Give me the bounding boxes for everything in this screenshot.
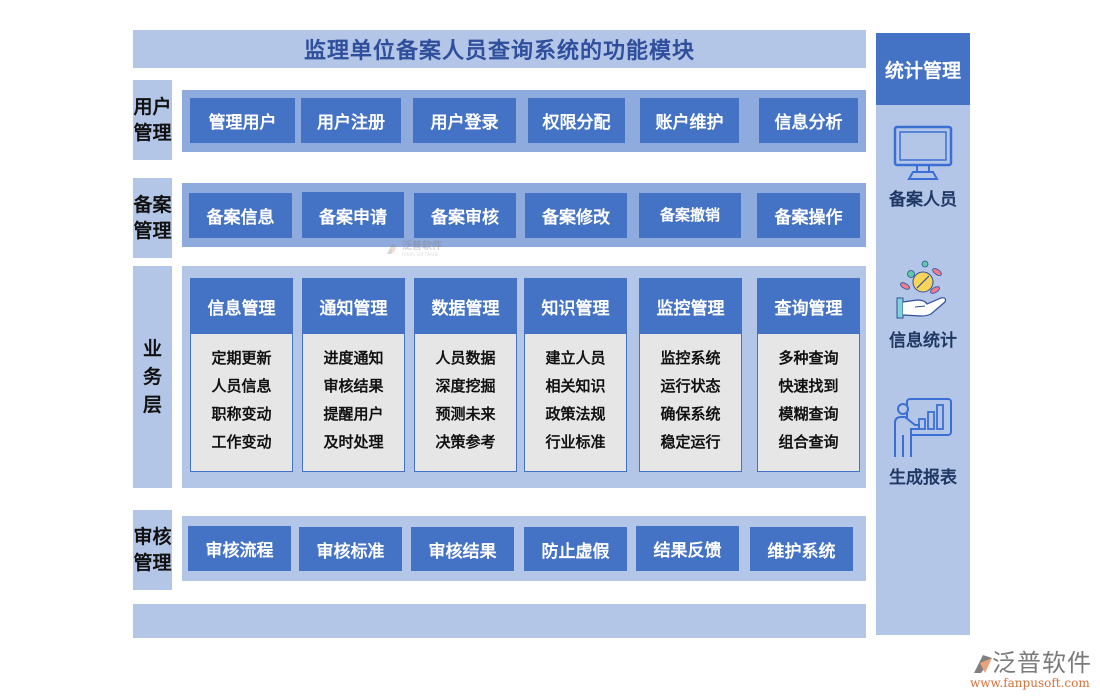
watermark-center: 泛普软件 FANPU SOFTWARE — [385, 238, 455, 260]
module-notification-management: 通知管理 进度通知 审核结果 提醒用户 及时处理 — [302, 278, 405, 472]
row-panel-audit-management: 审核流程 审核标准 审核结果 防止虚假 结果反馈 维护系统 — [182, 516, 866, 581]
module-item: 监控系统 — [660, 349, 721, 367]
module-item: 政策法规 — [545, 405, 606, 423]
module-item: 预测未来 — [435, 405, 496, 423]
module-item: 决策参考 — [435, 433, 496, 451]
module-info-management: 信息管理 定期更新 人员信息 职称变动 工作变动 — [190, 278, 293, 472]
module-item: 建立人员 — [545, 349, 606, 367]
module-item: 定期更新 — [211, 349, 272, 367]
logo-url-text: www.fanpusoft.com — [970, 676, 1090, 690]
module-body: 人员数据 深度挖掘 预测未来 决策参考 — [414, 334, 517, 472]
hand-pills-icon — [896, 260, 947, 319]
fanpu-logo-icon — [387, 244, 397, 254]
module-item: 职称变动 — [211, 405, 272, 423]
btn-user-login[interactable]: 用户登录 — [413, 98, 516, 143]
fanpu-logo: 泛普软件 www.fanpusoft.com — [970, 650, 1095, 695]
stats-item-label: 信息统计 — [889, 331, 957, 351]
btn-filing-apply[interactable]: 备案申请 — [302, 192, 404, 238]
stats-item-filing-personnel[interactable]: 备案人员 — [876, 125, 970, 210]
stats-item-label: 生成报表 — [889, 468, 957, 488]
module-title[interactable]: 数据管理 — [414, 278, 517, 334]
row-label-text: 业务层 — [142, 338, 162, 416]
module-body: 多种查询 快速找到 模糊查询 组合查询 — [757, 334, 860, 472]
btn-audit-process[interactable]: 审核流程 — [188, 526, 291, 571]
btn-manage-users[interactable]: 管理用户 — [190, 98, 295, 143]
module-query-management: 查询管理 多种查询 快速找到 模糊查询 组合查询 — [757, 278, 860, 472]
row-panel-filing-management: 备案信息 备案申请 备案审核 备案修改 备案撤销 备案操作 — [182, 183, 866, 247]
module-item: 进度通知 — [323, 349, 384, 367]
row-label-filing-management: 备案管理 — [133, 178, 172, 258]
module-item: 相关知识 — [545, 377, 606, 395]
module-item: 快速找到 — [778, 377, 839, 395]
monitor-icon — [893, 125, 953, 180]
module-title[interactable]: 通知管理 — [302, 278, 405, 334]
fanpu-logo-icon — [974, 655, 992, 673]
row-label-audit-management: 审核管理 — [133, 510, 172, 590]
module-item: 模糊查询 — [778, 405, 839, 423]
module-monitoring-management: 监控管理 监控系统 运行状态 确保系统 稳定运行 — [639, 278, 742, 472]
row-label-text: 备案管理 — [133, 194, 172, 242]
module-title[interactable]: 信息管理 — [190, 278, 293, 334]
stats-item-label: 备案人员 — [889, 190, 957, 210]
module-item: 及时处理 — [323, 433, 384, 451]
module-item: 运行状态 — [660, 377, 721, 395]
module-title[interactable]: 监控管理 — [639, 278, 742, 334]
btn-filing-modify[interactable]: 备案修改 — [525, 193, 627, 238]
btn-maintain-system[interactable]: 维护系统 — [750, 527, 853, 571]
module-item: 确保系统 — [660, 405, 721, 423]
btn-filing-info[interactable]: 备案信息 — [189, 193, 292, 238]
row-label-text: 审核管理 — [133, 526, 172, 574]
stats-item-info-statistics[interactable]: 信息统计 — [876, 260, 970, 351]
module-item: 行业标准 — [545, 433, 606, 451]
module-item: 稳定运行 — [660, 433, 721, 451]
btn-info-analysis[interactable]: 信息分析 — [759, 98, 858, 143]
diagram-title: 监理单位备案人员查询系统的功能模块 — [133, 30, 866, 68]
module-body: 监控系统 运行状态 确保系统 稳定运行 — [639, 334, 742, 472]
btn-user-register[interactable]: 用户注册 — [301, 98, 401, 143]
module-item: 组合查询 — [778, 433, 839, 451]
stats-item-generate-report[interactable]: 生成报表 — [876, 395, 970, 488]
module-body: 定期更新 人员信息 职称变动 工作变动 — [190, 334, 293, 472]
btn-result-feedback[interactable]: 结果反馈 — [636, 526, 739, 571]
module-knowledge-management: 知识管理 建立人员 相关知识 政策法规 行业标准 — [524, 278, 627, 472]
btn-audit-result[interactable]: 审核结果 — [411, 527, 514, 571]
btn-filing-revoke[interactable]: 备案撤销 — [639, 193, 741, 238]
module-item: 审核结果 — [323, 377, 384, 395]
stats-title: 统计管理 — [876, 33, 970, 105]
module-item: 人员信息 — [211, 377, 272, 395]
logo-brand-text: 泛普软件 — [992, 649, 1092, 677]
btn-account-maintain[interactable]: 账户维护 — [640, 98, 739, 143]
module-item: 人员数据 — [435, 349, 496, 367]
bottom-bar — [133, 604, 866, 638]
module-title[interactable]: 知识管理 — [524, 278, 627, 334]
module-body: 进度通知 审核结果 提醒用户 及时处理 — [302, 334, 405, 472]
watermark-center-cn: 泛普软件 — [402, 240, 442, 252]
btn-filing-operate[interactable]: 备案操作 — [757, 193, 860, 238]
row-panel-user-management: 管理用户 用户注册 用户登录 权限分配 账户维护 信息分析 — [182, 90, 866, 152]
module-data-management: 数据管理 人员数据 深度挖掘 预测未来 决策参考 — [414, 278, 517, 472]
btn-prevent-fraud[interactable]: 防止虚假 — [524, 527, 627, 571]
module-item: 工作变动 — [211, 433, 272, 451]
btn-audit-standard[interactable]: 审核标准 — [299, 527, 402, 571]
presenter-chart-icon — [894, 398, 952, 457]
stats-column: 统计管理 备案人员 信息统计 — [876, 33, 970, 635]
row-label-text: 用户管理 — [133, 96, 172, 144]
module-body: 建立人员 相关知识 政策法规 行业标准 — [524, 334, 627, 472]
watermark-center-en: FANPU SOFTWARE — [402, 251, 439, 257]
module-item: 深度挖掘 — [435, 377, 496, 395]
btn-filing-review[interactable]: 备案审核 — [414, 193, 516, 238]
row-panel-business-layer: 信息管理 定期更新 人员信息 职称变动 工作变动 通知管理 进度通知 审核结果 … — [182, 266, 866, 488]
module-item: 提醒用户 — [323, 405, 384, 423]
module-item: 多种查询 — [778, 349, 839, 367]
btn-permission-assign[interactable]: 权限分配 — [528, 98, 625, 143]
row-label-business-layer: 业务层 — [133, 266, 172, 488]
row-label-user-management: 用户管理 — [133, 80, 172, 160]
module-title[interactable]: 查询管理 — [757, 278, 860, 334]
